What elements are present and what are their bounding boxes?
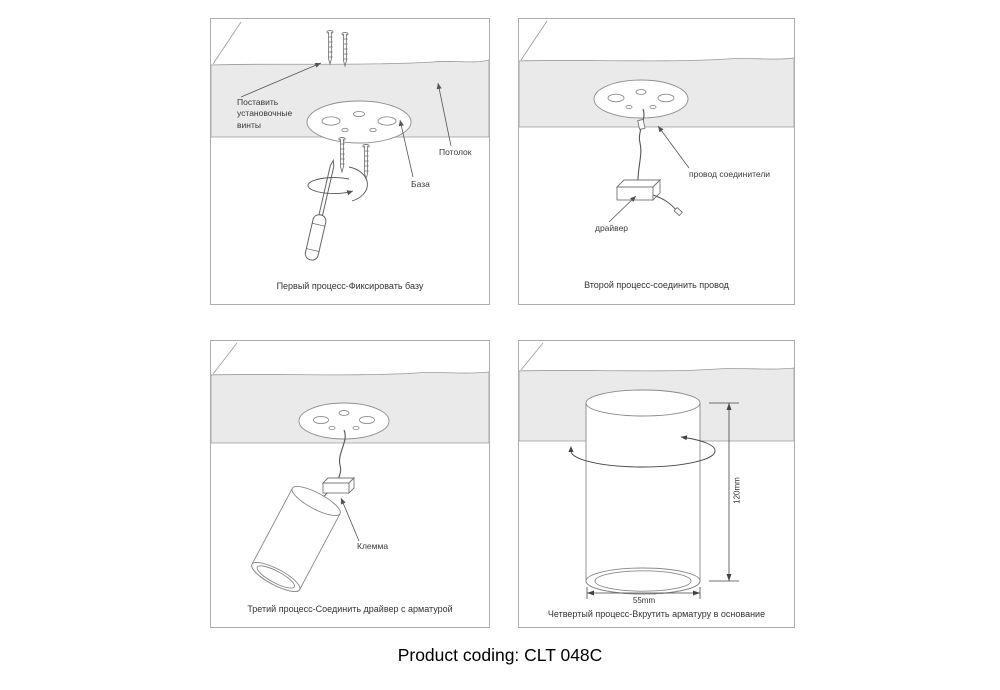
set-screws-icon — [326, 30, 349, 68]
height-dim-label: 120mm — [732, 477, 742, 504]
step2-drawing — [519, 20, 794, 223]
driver-label: драйвер — [595, 223, 629, 233]
base-plate — [593, 79, 689, 119]
mounting-screws-icon — [338, 137, 370, 181]
wire — [337, 429, 346, 481]
label-arrows — [608, 125, 690, 223]
lamp-cylinder — [251, 486, 341, 592]
label-arrows — [340, 497, 360, 542]
rotation-arrows — [568, 435, 716, 468]
lamp-cylinder — [585, 389, 701, 595]
width-dimension — [586, 587, 701, 599]
wire — [637, 108, 646, 186]
step1-caption: Первый процесс-Фиксировать базу — [276, 281, 424, 291]
label-arrows — [240, 62, 452, 178]
panel-step3: Клемма Третий процесс-Соединить драйвер … — [210, 340, 490, 628]
step3-drawing — [211, 342, 489, 592]
height-dimension — [709, 402, 739, 582]
terminal-block — [321, 476, 356, 495]
terminal-label: Клемма — [357, 541, 389, 551]
panel-step1: Поставить установочные винты Потолок Баз… — [210, 18, 490, 305]
base-label: База — [411, 179, 430, 189]
width-dim-label: 55mm — [632, 596, 656, 605]
base-plate — [298, 402, 390, 440]
step3-caption: Третий процесс-Соединить драйвер с армат… — [247, 604, 453, 614]
panel-step4: 120mm 55mm Четвертый процесс-Вкрутить ар… — [518, 340, 795, 628]
step4-drawing — [519, 342, 794, 599]
wire-connector-label: провод соединители — [689, 169, 771, 179]
base-plate — [306, 100, 412, 144]
product-code: Product coding: CLT 048C — [397, 645, 603, 665]
step2-caption: Второй процесс-соединить провод — [584, 280, 729, 290]
driver-box — [615, 178, 662, 202]
set-screws-label: Поставить установочные винты — [237, 97, 293, 130]
screwdriver-icon — [304, 158, 335, 261]
ceiling-label: Потолок — [439, 147, 472, 157]
step1-drawing — [211, 21, 489, 261]
ceiling — [211, 21, 489, 138]
step4-caption: Четвертый процесс-Вкрутить арматуру в ос… — [547, 609, 766, 619]
rotation-arrow — [307, 166, 368, 202]
wire-out — [652, 194, 683, 217]
panel-step2: провод соединители драйвер Второй процес… — [518, 18, 795, 305]
